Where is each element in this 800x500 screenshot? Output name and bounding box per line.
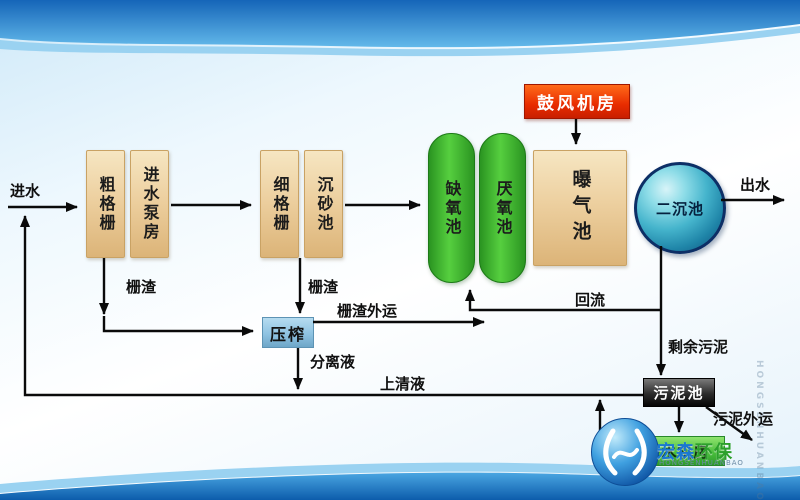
- node-grit-chamber: 沉砂池: [304, 150, 343, 258]
- node-press: 压榨: [262, 317, 314, 348]
- fine-residue-label: 栅渣: [308, 278, 339, 296]
- node-aeration-tank: 曝气池: [533, 150, 627, 266]
- arrow-supernatant-return: [20, 215, 643, 397]
- brand-logo-icon: [591, 418, 659, 486]
- blower-room-label: 鼓风机房: [537, 94, 617, 114]
- node-fine-screen: 细格栅: [260, 150, 299, 258]
- watermark-text: HONGSENHUANBAO: [754, 360, 764, 500]
- node-inlet-pump-room: 进水泵房: [130, 150, 169, 258]
- supernatant-label: 上清液: [380, 375, 426, 393]
- brand-subtext: HONGSENHUANBAO: [659, 459, 744, 467]
- press-label: 压榨: [269, 324, 306, 344]
- node-coarse-screen: 粗格栅: [86, 150, 125, 258]
- residue-transport-label: 栅渣外运: [337, 302, 398, 320]
- node-secondary-clarifier: 二沉池: [634, 162, 726, 254]
- brand-logo: [590, 417, 660, 487]
- inlet-label: 进水: [10, 182, 41, 200]
- secondary-clarifier-label: 二沉池: [655, 199, 704, 218]
- anoxic-tank-label: 缺氧池: [442, 179, 462, 237]
- excess-sludge-label: 剩余污泥: [668, 338, 729, 356]
- dewatering-room-label: 脱水机房: [645, 442, 710, 461]
- coarse-residue-label: 栅渣: [126, 278, 157, 296]
- sludge-tank-label: 污泥池: [653, 384, 705, 402]
- node-anaerobic-tank: 厌氧池: [479, 133, 526, 283]
- brand-name-primary: 宏森: [657, 442, 695, 463]
- arrow-return-flow: [465, 289, 661, 312]
- arrow-residue-to-press: [102, 316, 254, 336]
- separated-liquid-label: 分离液: [310, 353, 356, 371]
- outlet-label: 出水: [740, 176, 771, 194]
- node-anoxic-tank: 缺氧池: [428, 133, 475, 283]
- aeration-tank-label: 曝气池: [569, 169, 592, 247]
- fine-screen-label: 细格栅: [270, 175, 290, 233]
- brand-name: 宏森环保: [657, 438, 733, 464]
- sludge-transport-label: 污泥外运: [713, 410, 774, 428]
- top-wave-band: [0, 0, 800, 57]
- arrow-sludge-transport-out: [705, 406, 753, 441]
- brand-name-secondary: 环保: [695, 442, 733, 463]
- return-flow-label: 回流: [575, 291, 606, 309]
- inlet-pump-room-label: 进水泵房: [140, 166, 160, 242]
- anaerobic-tank-label: 厌氧池: [493, 179, 513, 237]
- node-sludge-tank: 污泥池: [643, 378, 715, 407]
- grit-chamber-label: 沉砂池: [314, 175, 334, 233]
- coarse-screen-label: 粗格栅: [96, 175, 116, 233]
- node-blower-room: 鼓风机房: [524, 84, 630, 119]
